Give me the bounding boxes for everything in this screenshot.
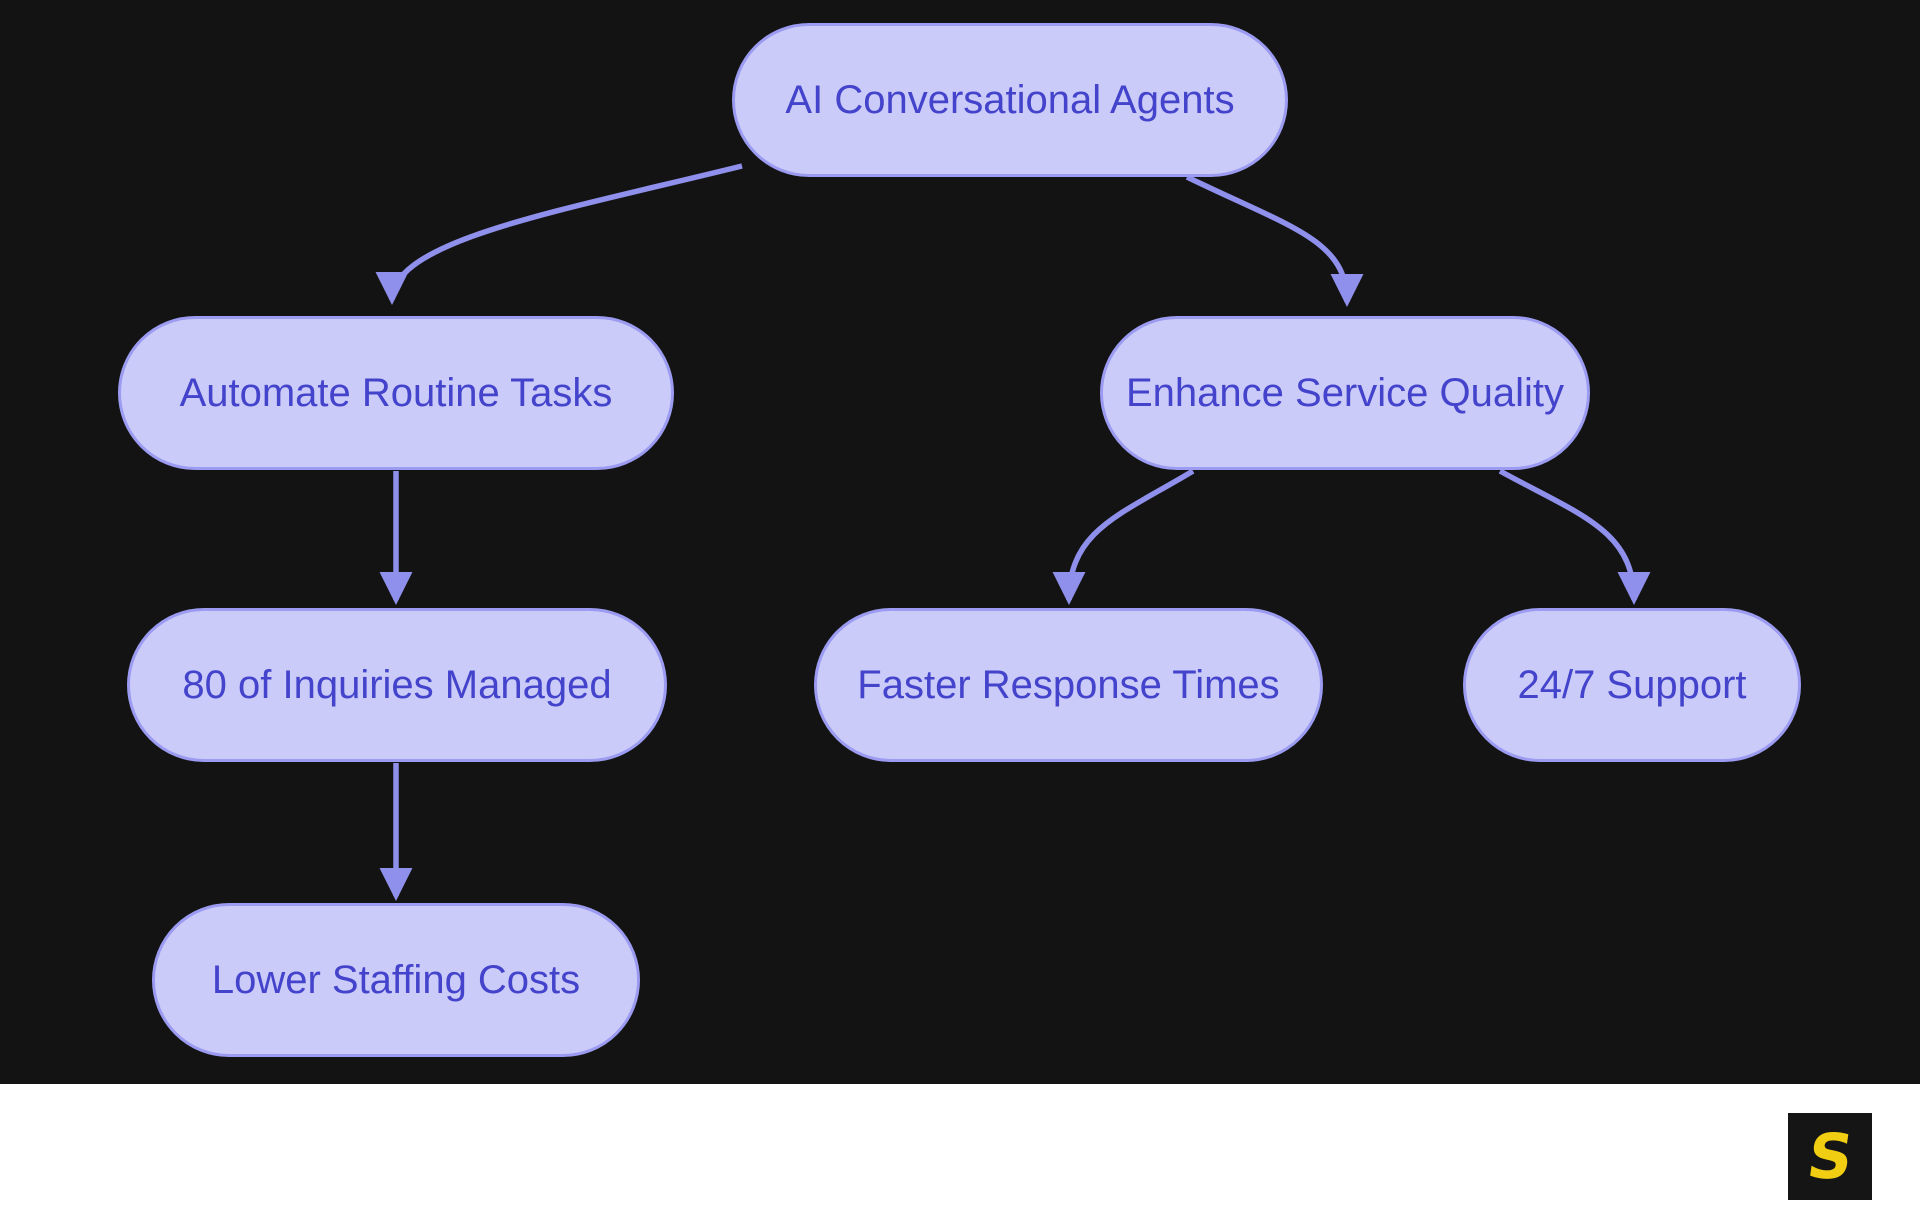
node-inquiries-managed: 80 of Inquiries Managed <box>127 608 667 762</box>
node-24-7-support: 24/7 Support <box>1463 608 1801 762</box>
footer-strip: S <box>0 1084 1920 1215</box>
brand-logo: S <box>1788 1113 1872 1200</box>
node-automate-routine-tasks: Automate Routine Tasks <box>118 316 674 470</box>
logo-s-icon: S <box>1802 1119 1858 1193</box>
node-faster-response-times: Faster Response Times <box>814 608 1323 762</box>
node-enhance-service-quality: Enhance Service Quality <box>1100 316 1590 470</box>
edge-enhance-support <box>1498 468 1651 605</box>
edge-root-enhance <box>1185 174 1364 307</box>
edge-enhance-faster <box>1052 468 1195 605</box>
node-lower-staffing-costs: Lower Staffing Costs <box>152 903 640 1057</box>
node-ai-conversational-agents: AI Conversational Agents <box>732 23 1288 177</box>
edge-root-automate <box>375 163 743 305</box>
